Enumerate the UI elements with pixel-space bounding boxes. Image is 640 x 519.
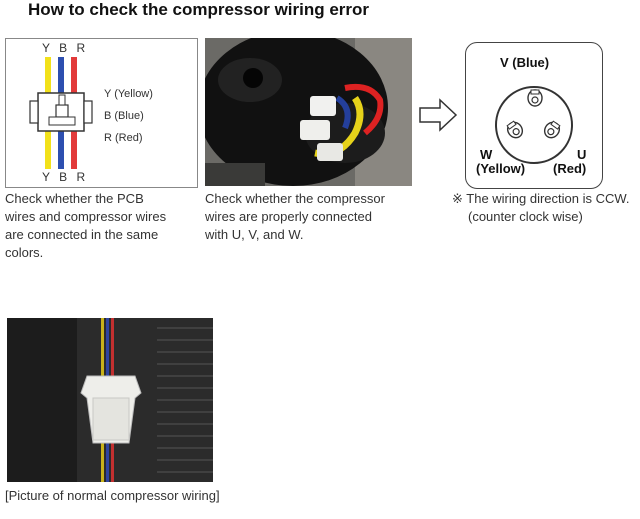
caption-uvw-check: Check whether the compressor wires are p… xyxy=(205,191,385,242)
right-arrow-icon xyxy=(418,98,458,132)
w-label: W xyxy=(480,147,493,162)
w-pin-icon xyxy=(506,120,524,139)
legend-red: R (Red) xyxy=(104,132,143,144)
page-title: How to check the compressor wiring error xyxy=(28,0,370,19)
terminal-ring xyxy=(495,86,573,164)
compressor-photo xyxy=(205,38,412,186)
w-yellow-label: (Yellow) xyxy=(476,161,526,176)
bottom-wire-labels: Y B R xyxy=(42,170,88,184)
pcb-wiring-svg: Y B R Y B R Y (Yellow) B (Blue) R (Red) xyxy=(29,41,153,184)
caption-pcb-check: Check whether the PCB wires and compress… xyxy=(5,191,167,260)
u-pin-icon xyxy=(543,120,561,139)
pcb-wiring-diagram: Y B R Y B R Y (Yellow) B (Blue) R (Red) xyxy=(5,38,198,188)
v-pin-icon xyxy=(527,89,543,107)
normal-wiring-photo xyxy=(7,318,213,482)
top-wire-labels: Y B R xyxy=(42,41,88,55)
legend-blue: B (Blue) xyxy=(104,110,144,122)
caption-normal-wiring: [Picture of normal compressor wiring] xyxy=(5,488,220,503)
v-blue-label: V (Blue) xyxy=(500,55,550,70)
terminal-diagram: V (Blue) W (Yellow) U (Red) xyxy=(465,42,603,189)
u-red-label: (Red) xyxy=(553,161,587,176)
caption-ccw-note: ※ The wiring direction is CCW. (counter … xyxy=(452,191,630,224)
u-label: U xyxy=(577,147,587,162)
legend-yellow: Y (Yellow) xyxy=(104,88,153,100)
